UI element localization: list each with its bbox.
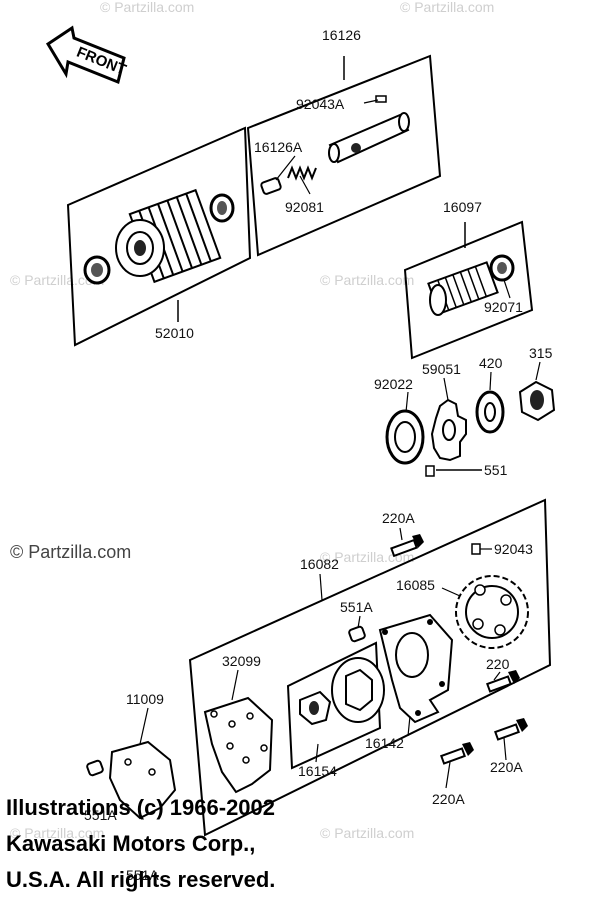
label-16082: 16082 — [300, 556, 339, 572]
watermark: © Partzilla.com — [320, 272, 414, 288]
front-arrow-icon: FRONT — [45, 25, 128, 85]
label-92043A: 92043A — [296, 96, 345, 112]
label-92071: 92071 — [484, 299, 523, 315]
copyright-notice: © Partzilla.com — [10, 542, 131, 562]
label-551A: 551A — [84, 807, 117, 823]
nut-icon — [518, 380, 556, 422]
pin-icon — [375, 95, 387, 103]
oil-screen-icon — [427, 261, 499, 316]
label-92022: 92022 — [374, 376, 413, 392]
outer-rotor-icon — [331, 657, 385, 723]
label-220A: 220A — [382, 510, 415, 526]
label-52010: 52010 — [155, 325, 194, 341]
o-ring-icon — [83, 255, 111, 285]
label-92081: 92081 — [285, 199, 324, 215]
label-16126: 16126 — [322, 27, 361, 43]
label-315: 315 — [529, 345, 553, 361]
valve-plug-icon — [260, 177, 282, 195]
relief-valve-icon — [328, 112, 410, 164]
leader-lines — [139, 99, 541, 789]
watermark: © Partzilla.com — [400, 0, 494, 15]
pin-icon — [425, 465, 482, 477]
pump-gear-icon — [430, 398, 467, 462]
o-ring-icon — [489, 254, 515, 282]
bolt-icon — [390, 534, 424, 558]
watermark: © Partzilla.com — [320, 825, 414, 841]
credit-line: U.S.A. All rights reserved. — [6, 867, 276, 892]
gasket-icon — [108, 740, 177, 820]
watermark: © Partzilla.com — [10, 272, 104, 288]
label-420: 420 — [479, 355, 503, 371]
label-16097: 16097 — [443, 199, 482, 215]
label-16085: 16085 — [396, 577, 435, 593]
watermark: © Partzilla.com — [100, 0, 194, 15]
label-220: 220 — [486, 656, 510, 672]
dowel-pin-icon — [86, 759, 104, 777]
strainer-group — [403, 220, 534, 360]
copyright-text: © Partzilla.com — [10, 542, 131, 562]
relief-valve-group — [246, 54, 442, 257]
oil-filter-group — [66, 126, 252, 347]
bolt-icon — [440, 742, 474, 765]
spring-icon — [287, 165, 317, 181]
label-16126A: 16126A — [254, 139, 303, 155]
label-32099: 32099 — [222, 653, 261, 669]
label-551: 551 — [484, 462, 508, 478]
label-220A: 220A — [490, 759, 523, 775]
bolt-icon — [486, 670, 520, 693]
pin-icon — [471, 543, 481, 555]
oil-filter-icon — [115, 188, 222, 284]
washer-icon — [475, 390, 505, 434]
credit-line: Kawasaki Motors Corp., — [6, 831, 256, 856]
o-ring-icon — [209, 193, 235, 223]
label-16142: 16142 — [365, 735, 404, 751]
credit-block: Illustrations (c) 1966-2002 Kawasaki Mot… — [6, 790, 606, 898]
label-92043: 92043 — [494, 541, 533, 557]
oil-pump-group — [86, 498, 552, 837]
pump-body-icon — [378, 613, 454, 724]
label-551A: 551A — [126, 867, 159, 883]
inner-rotor-icon — [299, 690, 332, 726]
label-11009: 11009 — [126, 691, 164, 707]
label-220A: 220A — [432, 791, 465, 807]
oil-seal-icon — [385, 409, 425, 465]
label-16154: 16154 — [298, 763, 337, 779]
credit-line: Illustrations (c) 1966-2002 — [6, 795, 276, 820]
label-551A: 551A — [340, 599, 373, 615]
dowel-pin-icon — [348, 625, 366, 643]
label-59051: 59051 — [422, 361, 461, 377]
watermark: © Partzilla.com — [10, 825, 104, 841]
pump-cover-icon — [203, 696, 274, 794]
sprocket-icon — [455, 575, 529, 649]
watermark: © Partzilla.com — [320, 549, 414, 565]
bolt-icon — [494, 718, 528, 741]
